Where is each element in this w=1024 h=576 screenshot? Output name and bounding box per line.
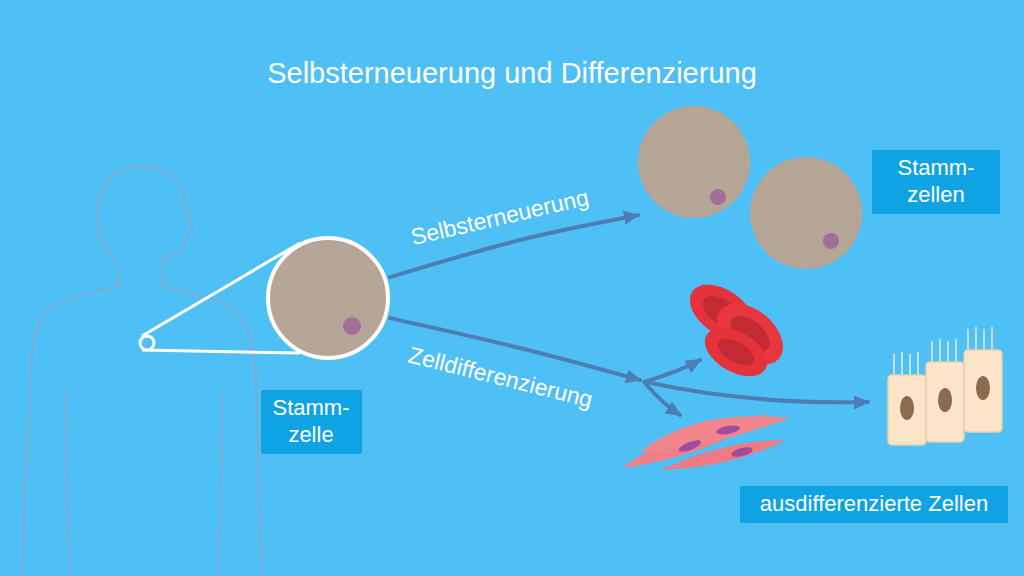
epithelial-nucleus [900,396,914,420]
epithelial-cell [964,350,1002,432]
muscle-nucleus [715,424,740,436]
zoom-line [142,350,300,353]
muscle-nucleus [677,438,702,454]
stem-cell [638,106,750,218]
stem-cell-node: Stamm- zelle [266,235,390,359]
process-arrow [390,215,638,277]
differentiated-cells-node: ausdifferenzierte Zellen [640,285,1010,475]
cell-nucleus [710,189,726,205]
cell-nucleus [343,317,361,335]
epithelial-nucleus [938,388,952,412]
stem-cells-node: Stamm- zellen [638,106,862,269]
erythrocyte [697,318,776,387]
arm-outline [218,392,222,576]
torso-outline [162,262,262,576]
arrow-label: Selbsterneuerung [409,185,592,250]
cell-label: ausdifferenzierte Zellen [740,486,1008,523]
stem-cell-magnified [268,238,388,358]
muscle-cells [622,414,790,470]
process-arrow [390,318,640,380]
arm-outline [66,392,70,576]
diagram-title: Selbsterneuerung und Differenzierung [0,56,1024,91]
epithelial-cell [888,375,926,445]
cell-label: Stamm- zelle [261,390,362,454]
epithelial-cell [926,362,964,442]
stem-cell [750,157,862,269]
zoom-callout [140,238,388,358]
branch-arrow [644,360,700,382]
muscle-nucleus [730,445,753,458]
head-outline [98,166,193,262]
stem-cells [638,106,862,269]
cell-nucleus [823,233,839,249]
muscle-cell [660,440,786,470]
red-blood-cells [680,273,795,386]
cell-label: Stamm- zellen [872,150,1000,214]
arrow-label: Zelldifferenzierung [405,343,594,413]
zoom-spot [140,336,154,350]
erythrocyte-center [714,333,759,370]
human-silhouette [22,166,262,576]
epithelial-cells [888,327,1002,445]
epithelial-nucleus [976,376,990,400]
torso-outline [22,262,118,576]
branch-arrow [646,382,868,402]
